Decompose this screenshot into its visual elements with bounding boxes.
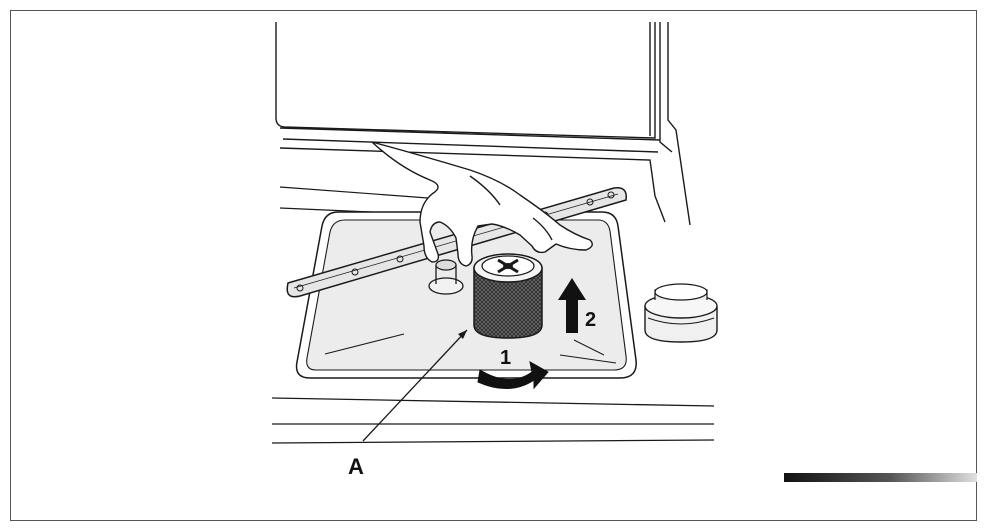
spray-arm-hub [428, 259, 464, 295]
step-1-label: 1 [500, 347, 511, 369]
step-2-label: 2 [585, 309, 596, 331]
callout-arrowhead [458, 330, 467, 339]
filter-cylinder [473, 253, 543, 339]
hand-illustration [371, 141, 593, 267]
callout-leader-line [362, 329, 468, 442]
lower-frame-lines [271, 397, 715, 444]
sump-cap [644, 283, 718, 343]
up-arrow-icon [558, 278, 586, 333]
dishwasher-door [275, 22, 691, 226]
curved-arrow-icon [477, 361, 549, 390]
callout-label-a: A [348, 454, 364, 479]
page-decoration-bar [784, 473, 977, 482]
